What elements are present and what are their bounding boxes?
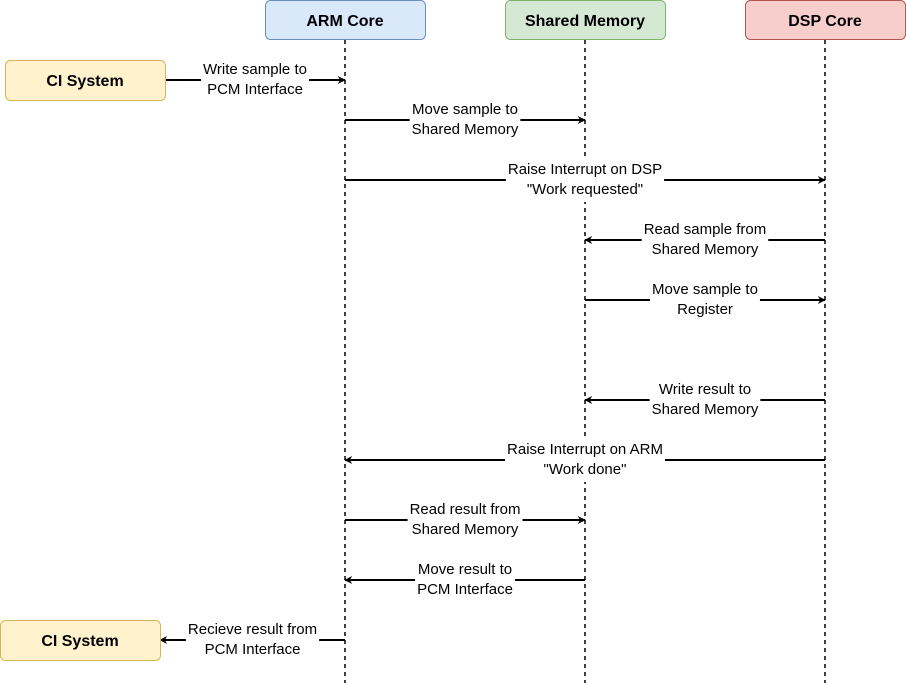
message-label-line: Move sample to bbox=[652, 281, 758, 298]
message-label-line: Recieve result from bbox=[188, 621, 317, 638]
message-label-line: Shared Memory bbox=[652, 241, 759, 258]
participant-label-dsp: DSP Core bbox=[788, 13, 862, 30]
message-label-line: Shared Memory bbox=[412, 521, 519, 538]
message-label-line: Write result to bbox=[659, 381, 751, 398]
message-label-2: Move sample to Shared Memory bbox=[409, 100, 521, 142]
ci-system-rect bbox=[0, 620, 161, 661]
message-label-bg bbox=[641, 220, 769, 262]
message-label-7: Raise Interrupt on ARM "Work done" bbox=[505, 440, 665, 482]
ci-system-rect bbox=[5, 60, 166, 101]
message-label-6: Write result to Shared Memory bbox=[649, 380, 761, 422]
message-label-bg bbox=[505, 160, 665, 202]
message-label-line: Write sample to bbox=[203, 61, 307, 78]
message-label-line: "Work done" bbox=[544, 461, 627, 478]
participant-box-shm bbox=[505, 0, 666, 40]
participant-box-arm bbox=[265, 0, 426, 40]
ci-system-label: CI System bbox=[41, 633, 118, 650]
message-label-bg bbox=[505, 440, 665, 482]
message-label-9: Move result to PCM Interface bbox=[415, 560, 515, 602]
message-label-line: PCM Interface bbox=[207, 81, 303, 98]
participant-arm: ARM Core bbox=[265, 0, 426, 40]
participant-label-shm: Shared Memory bbox=[525, 13, 645, 30]
message-label-3: Raise Interrupt on DSP "Work requested" bbox=[505, 160, 665, 202]
participant-shm: Shared Memory bbox=[505, 0, 666, 40]
message-label-line: Shared Memory bbox=[652, 401, 759, 418]
message-label-bg bbox=[201, 60, 309, 102]
message-label-bg bbox=[409, 100, 521, 142]
message-label-line: PCM Interface bbox=[417, 581, 513, 598]
message-label-line: Shared Memory bbox=[412, 121, 519, 138]
message-label-line: Move sample to bbox=[412, 101, 518, 118]
message-label-line: "Work requested" bbox=[527, 181, 643, 198]
message-label-line: Raise Interrupt on ARM bbox=[507, 441, 663, 458]
message-arrows bbox=[159, 76, 826, 644]
ci-system-box-1: CI System bbox=[5, 60, 166, 101]
message-label-bg bbox=[185, 620, 320, 662]
lifelines bbox=[344, 40, 826, 683]
message-label-line: Move result to bbox=[418, 561, 512, 578]
message-label-bg bbox=[650, 280, 760, 322]
message-label-line: Register bbox=[677, 301, 733, 318]
message-label-5: Move sample to Register bbox=[650, 280, 760, 322]
ci-system-box-2: CI System bbox=[0, 620, 161, 661]
message-label-bg bbox=[649, 380, 761, 422]
message-label-line: Raise Interrupt on DSP bbox=[508, 161, 662, 178]
message-label-1: Write sample to PCM Interface bbox=[201, 60, 309, 102]
participant-dsp: DSP Core bbox=[745, 0, 906, 40]
message-label-bg bbox=[407, 500, 523, 542]
message-label-line: PCM Interface bbox=[205, 641, 301, 658]
message-label-line: Read sample from bbox=[644, 221, 767, 238]
message-label-line: Read result from bbox=[410, 501, 521, 518]
message-label-bg bbox=[415, 560, 515, 602]
ci-system-label: CI System bbox=[46, 73, 123, 90]
participant-label-arm: ARM Core bbox=[306, 13, 383, 30]
